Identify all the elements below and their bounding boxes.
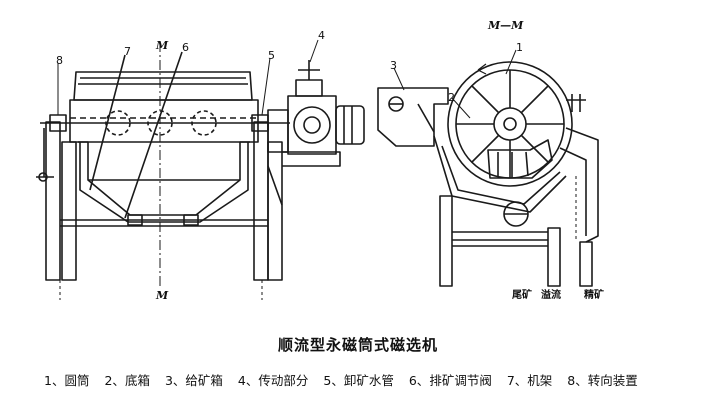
axis-mark-bottom: M	[156, 289, 169, 302]
callout-4: 4	[318, 29, 325, 42]
callout-1: 1	[516, 41, 523, 54]
legend-num: 7	[506, 373, 515, 388]
legend-name: 给矿箱	[185, 373, 223, 388]
figure-title: 顺流型永磁筒式磁选机	[277, 336, 438, 354]
section-label: M—M	[488, 19, 524, 32]
legend-num: 5	[323, 373, 332, 388]
legend-name: 传动部分	[258, 373, 309, 388]
callout-3: 3	[390, 59, 397, 72]
outlet-label-concentrate: 精矿	[584, 290, 604, 301]
legend-num: 8	[567, 373, 576, 388]
parts-legend: 1、圆筒 2、底箱 3、给矿箱 4、传动部分 5、卸矿水管 6、排矿调节阀 7、…	[44, 370, 649, 389]
callout-2: 2	[448, 91, 455, 104]
legend-item: 8、转向装置	[567, 373, 638, 388]
legend-num: 4	[237, 373, 246, 388]
outlet-label-overflow: 溢流	[541, 290, 561, 301]
legend-name: 底箱	[124, 373, 150, 388]
legend-name: 排矿调节阀	[429, 373, 492, 388]
section-view	[378, 50, 598, 286]
legend-item: 2、底箱	[104, 373, 150, 388]
legend-num: 1	[44, 373, 52, 388]
legend-name: 圆筒	[64, 373, 90, 388]
legend-item: 6、排矿调节阀	[408, 373, 492, 388]
legend-num: 2	[104, 373, 113, 388]
legend-item: 7、机架	[506, 373, 553, 388]
legend-name: 转向装置	[587, 373, 638, 388]
legend-item: 3、给矿箱	[164, 373, 223, 388]
legend-name: 机架	[527, 373, 553, 388]
legend-num: 6	[408, 373, 417, 388]
callout-6: 6	[182, 41, 189, 54]
machine-drawing	[0, 0, 716, 330]
legend-name: 卸矿水管	[343, 373, 394, 388]
outlet-label-tailings: 尾矿	[512, 290, 532, 301]
legend-item: 4、传动部分	[237, 373, 309, 388]
callout-8: 8	[56, 54, 63, 67]
legend-item: 1、圆筒	[44, 373, 90, 388]
legend-item: 5、卸矿水管	[323, 373, 394, 388]
legend-num: 3	[164, 373, 173, 388]
callout-7: 7	[124, 45, 131, 58]
axis-mark-top: M	[156, 39, 169, 52]
front-elevation-view	[36, 40, 364, 300]
callout-5: 5	[268, 49, 275, 62]
